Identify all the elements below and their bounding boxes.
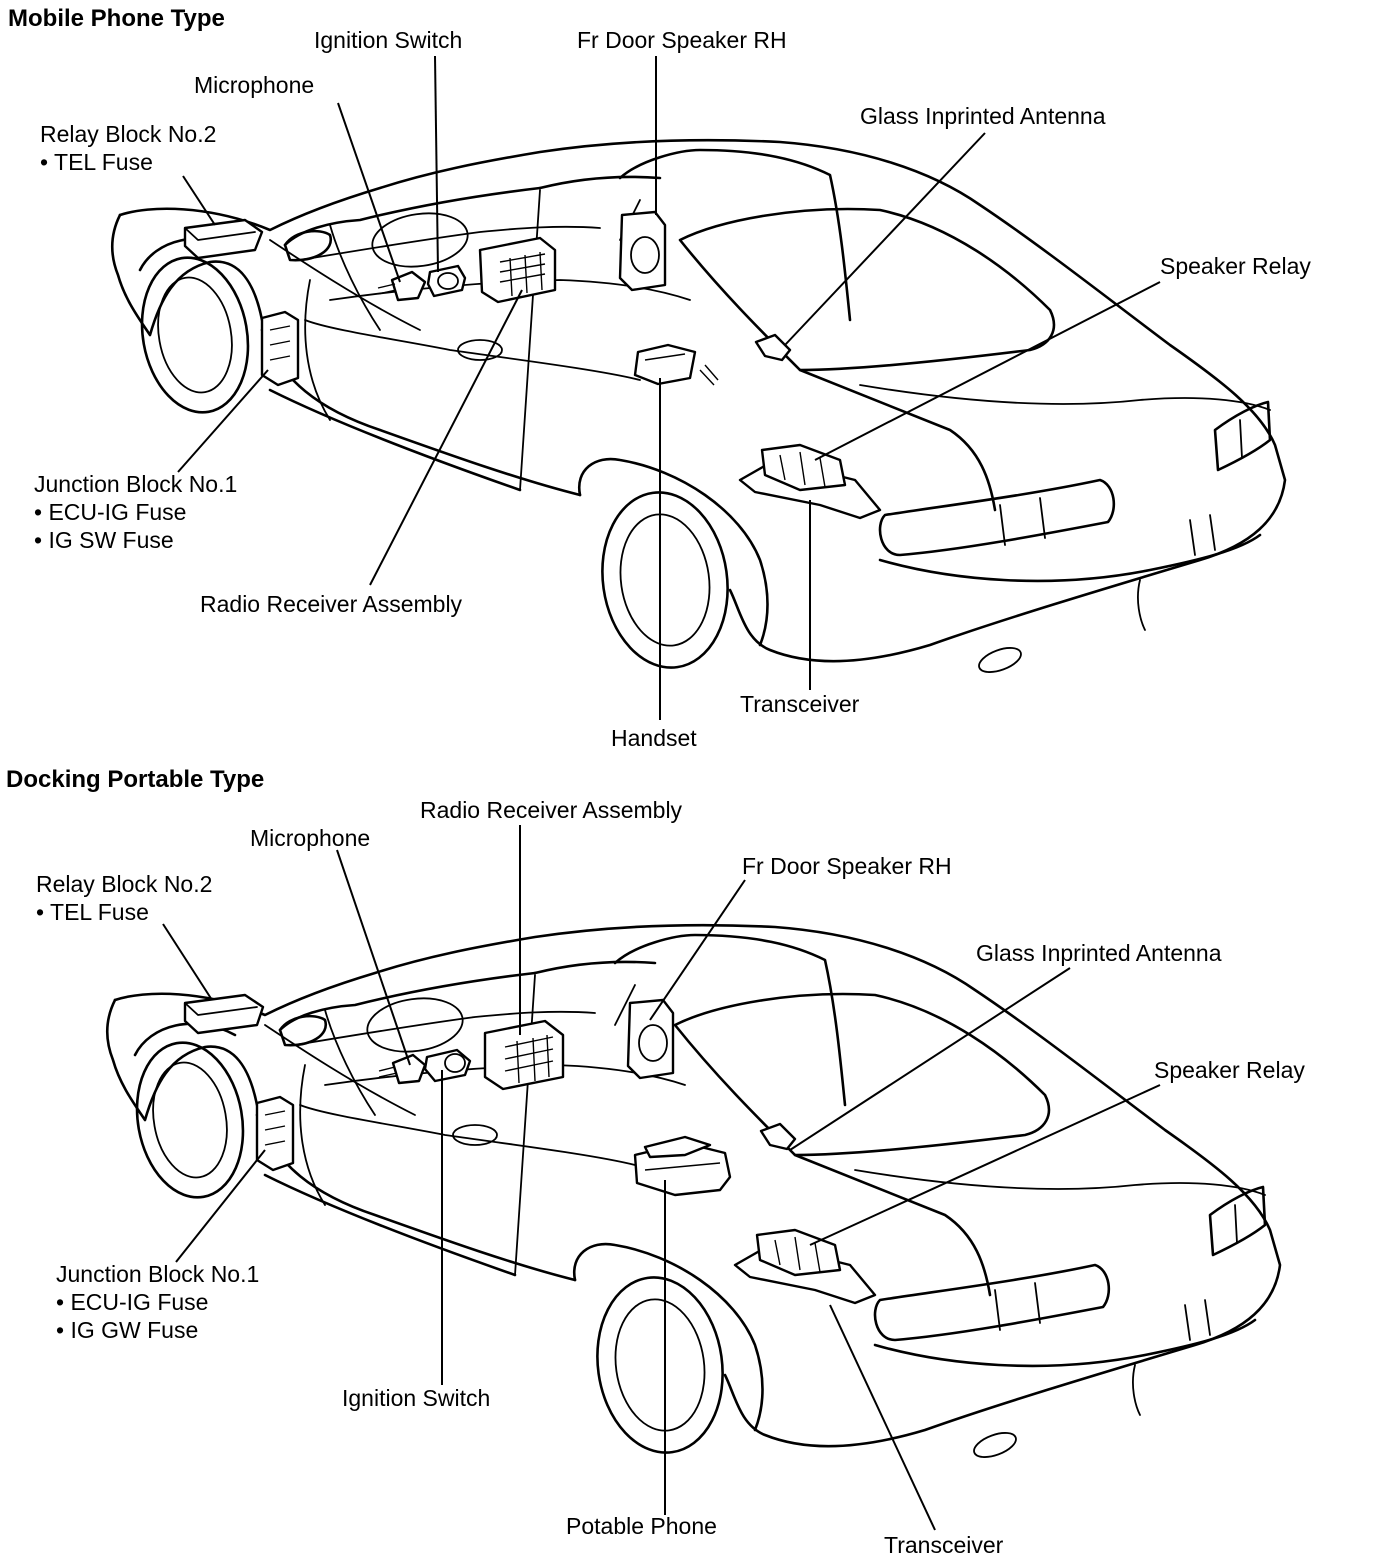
label-relay-block: Relay Block No.2 [40, 121, 216, 147]
label-junction-block-fuse2: • IG GW Fuse [56, 1317, 198, 1343]
radio-receiver-part [478, 236, 557, 304]
label-transceiver: Transceiver [740, 691, 860, 717]
label-relay-block-fuse: • TEL Fuse [40, 149, 153, 175]
microphone-part [377, 270, 427, 302]
label-radio-receiver: Radio Receiver Assembly [200, 591, 463, 617]
fr-door-speaker-part [626, 998, 675, 1080]
potable-phone-part [633, 1135, 732, 1197]
label-ignition-switch: Ignition Switch [314, 27, 462, 53]
label-transceiver: Transceiver [884, 1532, 1004, 1558]
section-mobile-phone-type: Mobile Phone Type [8, 5, 1311, 751]
junction-block-no1-part [255, 1095, 295, 1172]
label-ignition-switch: Ignition Switch [342, 1385, 490, 1411]
label-radio-receiver: Radio Receiver Assembly [420, 797, 683, 823]
handset-part [633, 343, 719, 386]
label-glass-antenna: Glass Inprinted Antenna [860, 103, 1106, 129]
label-relay-block-fuse: • TEL Fuse [36, 899, 149, 925]
fr-door-speaker-part [618, 210, 667, 292]
label-fr-door-speaker: Fr Door Speaker RH [742, 853, 952, 879]
label-microphone: Microphone [250, 825, 370, 851]
label-junction-block: Junction Block No.1 [56, 1261, 259, 1287]
relay-block-no2-part [183, 993, 265, 1035]
label-junction-block-fuse2: • IG SW Fuse [34, 527, 174, 553]
label-relay-block: Relay Block No.2 [36, 871, 212, 897]
label-handset: Handset [611, 725, 697, 751]
label-junction-block-fuse1: • ECU-IG Fuse [34, 499, 186, 525]
section-title: Docking Portable Type [6, 766, 264, 793]
section-docking-portable-type: Docking Portable Type [6, 766, 1305, 1558]
junction-block-no1-part [260, 310, 300, 387]
microphone-part [378, 1053, 427, 1085]
leader-lines [162, 825, 1161, 1531]
label-speaker-relay: Speaker Relay [1154, 1057, 1305, 1083]
label-glass-antenna: Glass Inprinted Antenna [976, 940, 1222, 966]
section-title: Mobile Phone Type [8, 5, 225, 32]
glass-antenna-part [759, 1122, 797, 1151]
glass-antenna-part [754, 333, 792, 362]
label-fr-door-speaker: Fr Door Speaker RH [577, 27, 787, 53]
transceiver-part [733, 1228, 877, 1305]
radio-receiver-part [483, 1019, 565, 1091]
leader-lines [177, 55, 1161, 720]
label-speaker-relay: Speaker Relay [1160, 253, 1311, 279]
label-junction-block: Junction Block No.1 [34, 471, 237, 497]
relay-block-no2-part [183, 218, 264, 260]
ignition-switch-part [426, 264, 467, 298]
label-junction-block-fuse1: • ECU-IG Fuse [56, 1289, 208, 1315]
label-microphone: Microphone [194, 72, 314, 98]
ignition-switch-part [423, 1048, 472, 1083]
label-potable-phone: Potable Phone [566, 1513, 717, 1539]
